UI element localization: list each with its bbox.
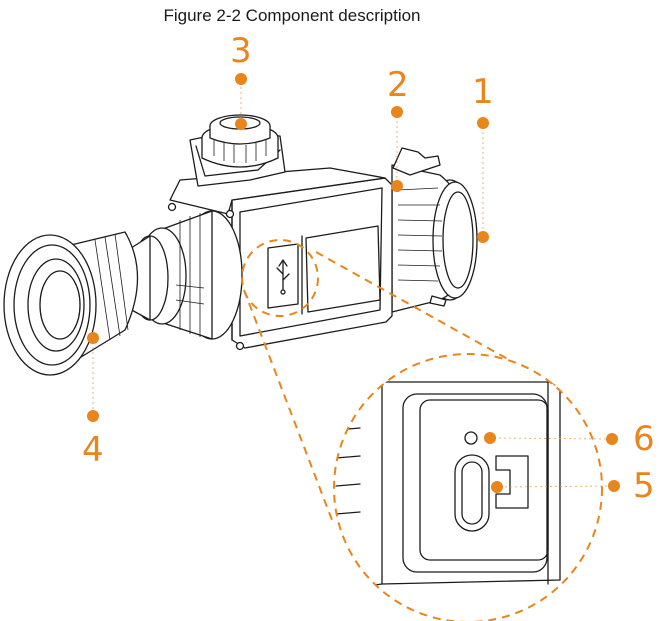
callout-3-number: 3 [230,31,252,71]
callout-2-number: 2 [387,65,409,105]
callout-6-number: 6 [633,419,655,459]
callout-4-number: 4 [82,430,104,470]
callout-4: 4 [82,332,104,470]
detail-magnifier [241,239,603,621]
scope-body [3,114,478,376]
callout-3: 3 [230,31,252,130]
port-cover [267,243,299,309]
top-knob [189,114,286,187]
callout-6: 6 [484,419,655,459]
callout-5-number: 5 [633,466,655,506]
callout-1-number: 1 [472,72,494,112]
figure-title: Figure 2-2 Component description [163,6,421,25]
eyepiece-ring [127,210,243,340]
usb-icon [276,259,290,295]
eyecup [3,231,139,376]
focus-ring-ribs [397,187,443,282]
callout-2: 2 [387,65,409,192]
callout-5: 5 [491,466,655,506]
callout-1: 1 [472,72,494,243]
